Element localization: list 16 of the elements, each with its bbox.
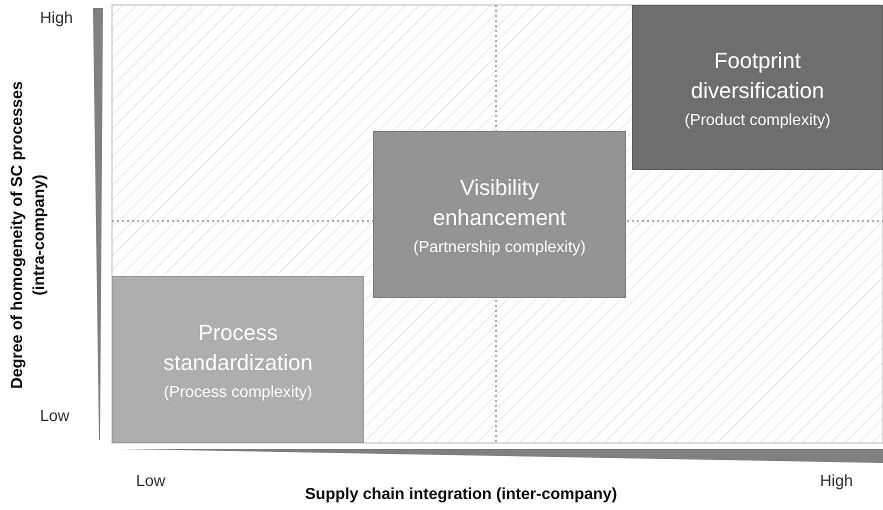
quadrant-box	[373, 131, 626, 298]
axis-level-label: High	[40, 10, 73, 28]
box-subtitle: (Process complexity)	[164, 384, 312, 402]
quadrant-box	[632, 5, 883, 170]
axis-title: (intra-company)	[30, 174, 49, 296]
axis-level-label: High	[820, 473, 853, 491]
box-subtitle: (Product complexity)	[684, 112, 830, 130]
quadrant-box	[112, 276, 364, 443]
box-title: Process standardization	[162, 318, 314, 376]
axis-level-label: Low	[136, 473, 166, 491]
box-title: Footprint diversification	[690, 46, 826, 104]
axis-title: Supply chain integration (inter-company)	[305, 486, 618, 504]
axis-title: Degree of homogeneity of SC processes	[8, 81, 27, 389]
box-subtitle: (Partnership complexity)	[413, 238, 586, 256]
axis-level-label: Low	[40, 408, 70, 426]
box-title: Visibility enhancement	[432, 174, 568, 232]
